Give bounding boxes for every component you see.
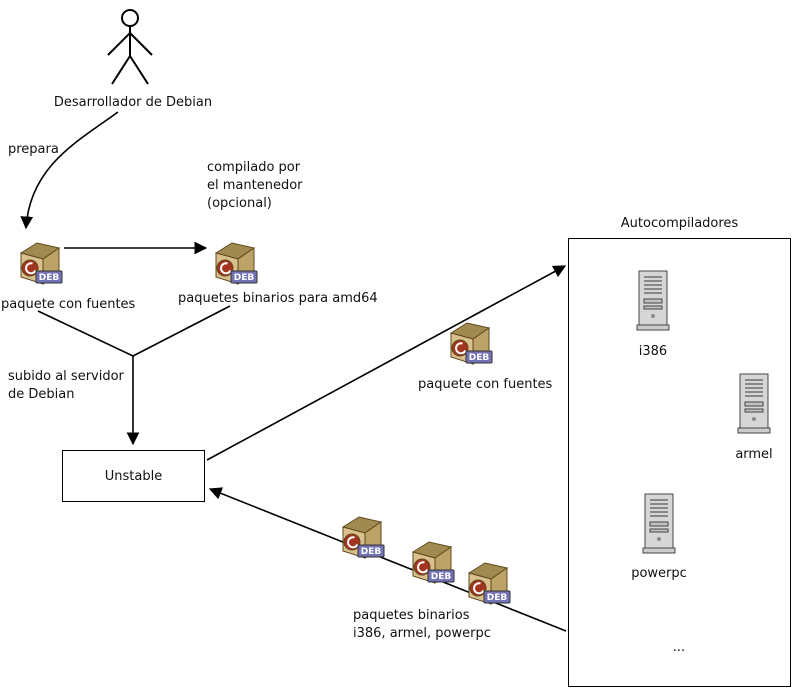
source-package-icon: DEB xyxy=(20,242,63,285)
arrow-source-to-autobuilders xyxy=(206,265,567,461)
binary-package-armel-icon: DEB xyxy=(412,541,455,584)
line-upload-right xyxy=(132,305,231,357)
binary-package-amd64-icon: DEB xyxy=(215,242,258,285)
deb-badge-label: DEB xyxy=(487,593,508,603)
binaries-return-edge-label: paquetes binarios i386, armel, powerpc xyxy=(353,608,491,641)
actor-arm-right xyxy=(129,32,153,56)
deb-badge-label: DEB xyxy=(361,547,382,557)
actor-leg-right xyxy=(129,55,149,85)
binary-package-i386-icon: DEB xyxy=(342,516,385,559)
developer-actor-icon xyxy=(107,9,153,85)
unstable-label: Unstable xyxy=(104,468,163,484)
machine-label-i386: i386 xyxy=(638,344,668,359)
deb-badge-label: DEB xyxy=(39,273,60,283)
machine-label-armel: armel xyxy=(735,447,773,462)
actor-arm-left xyxy=(107,32,131,56)
source-package-upload-icon: DEB xyxy=(450,322,493,365)
deb-badge-label: DEB xyxy=(234,273,255,283)
unstable-node: Unstable xyxy=(62,450,205,502)
machine-label-powerpc: powerpc xyxy=(631,566,687,581)
binary-package-amd64-label: paquetes binarios para amd64 xyxy=(178,291,378,306)
autobuilders-box xyxy=(568,238,791,687)
developer-label: Desarrollador de Debian xyxy=(53,95,213,110)
arrow-prepare xyxy=(20,111,119,230)
prepare-edge-label: prepara xyxy=(8,142,59,157)
actor-leg-left xyxy=(111,55,131,85)
source-package-label: paquete con fuentes xyxy=(1,297,136,312)
binary-package-powerpc-icon: DEB xyxy=(468,562,511,605)
source-upload-edge-label: paquete con fuentes xyxy=(418,377,553,392)
autobuilders-ellipsis: ... xyxy=(672,640,686,655)
autobuilders-title: Autocompiladores xyxy=(620,216,739,231)
line-upload-left xyxy=(37,310,134,357)
upload-edge-label: subido al servidor de Debian xyxy=(8,369,124,402)
deb-badge-label: DEB xyxy=(431,572,452,582)
deb-badge-label: DEB xyxy=(469,353,490,363)
maintainer-build-edge-label: compilado por el mantenedor (opcional) xyxy=(207,160,303,211)
arrow-binaries-to-unstable xyxy=(208,487,567,632)
actor-head xyxy=(121,9,139,27)
